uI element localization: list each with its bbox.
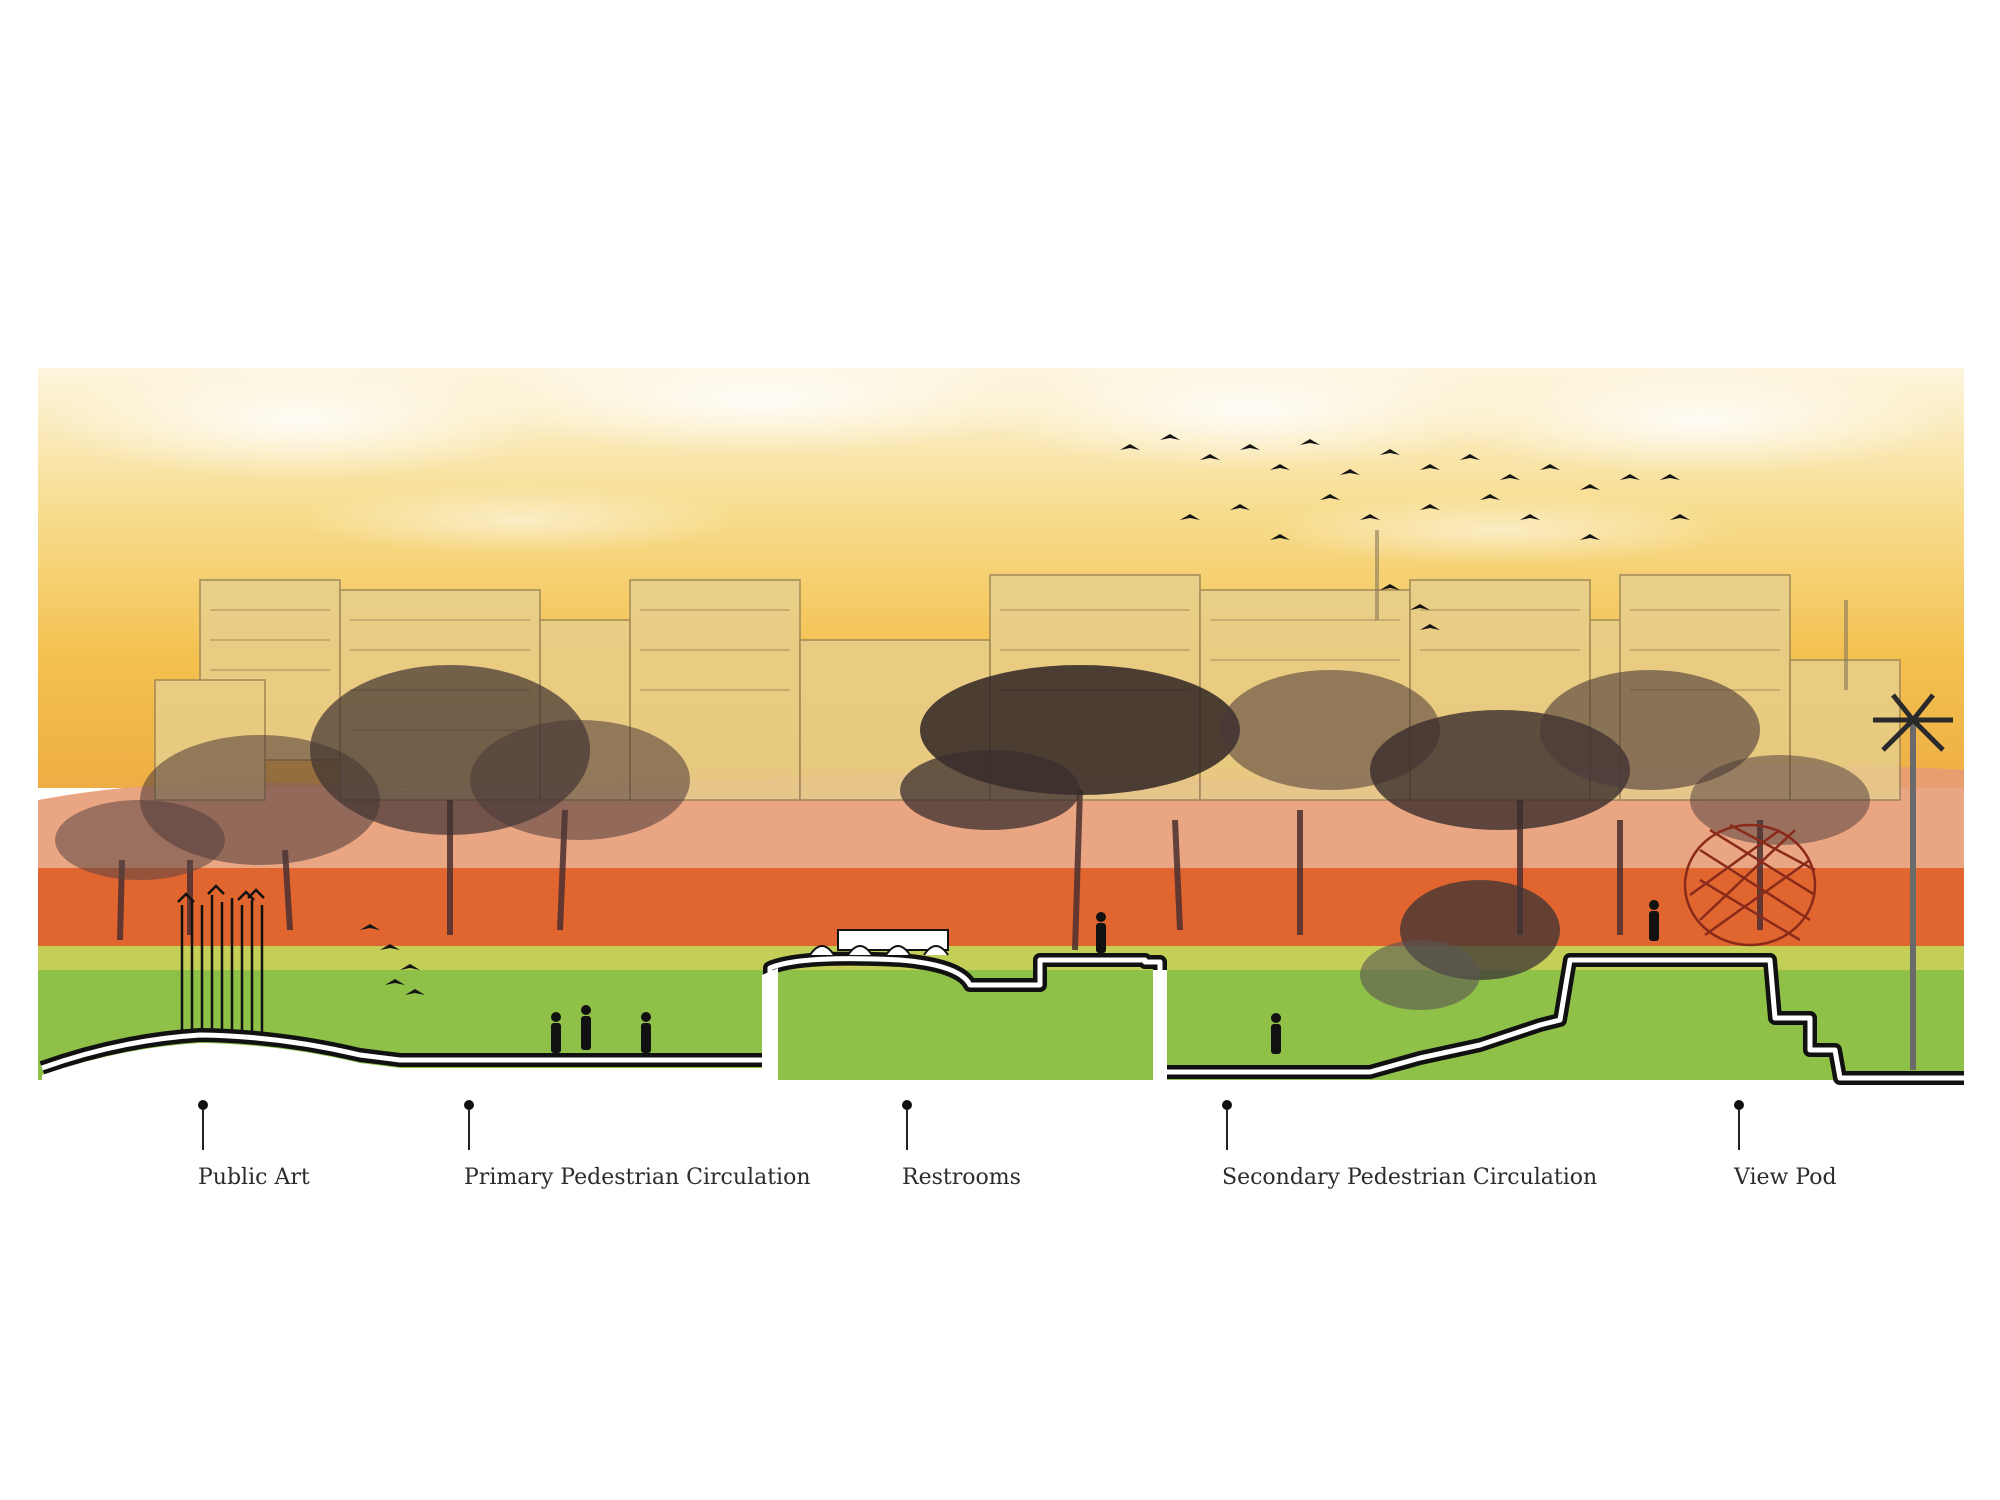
label-restrooms: Restrooms [902,1165,1021,1190]
view-pod-pin [1734,1100,1744,1150]
primary-pedestrian-circulation-pin [464,1100,474,1150]
orange-band [38,868,1964,948]
view-pod-structure [1683,823,1817,947]
label-public-art: Public Art [198,1165,310,1190]
public-art-pin [198,1100,208,1150]
ground-fill [42,968,1964,1090]
label-primary-pedestrian-circulation: Primary Pedestrian Circulation [464,1165,811,1190]
public-art-sculpture [177,884,265,1035]
label-secondary-pedestrian-circulation: Secondary Pedestrian Circulation [1222,1165,1598,1190]
restroom-roof [809,929,949,956]
tree-canopies [55,665,1870,1010]
people-silhouettes [551,900,1659,1054]
label-view-pod: View Pod [1734,1165,1837,1190]
secondary-pedestrian-circulation-pin [1222,1100,1232,1150]
palm-trees [1375,530,1953,1070]
bird-flock [360,434,1690,995]
restrooms-pin [902,1100,912,1150]
